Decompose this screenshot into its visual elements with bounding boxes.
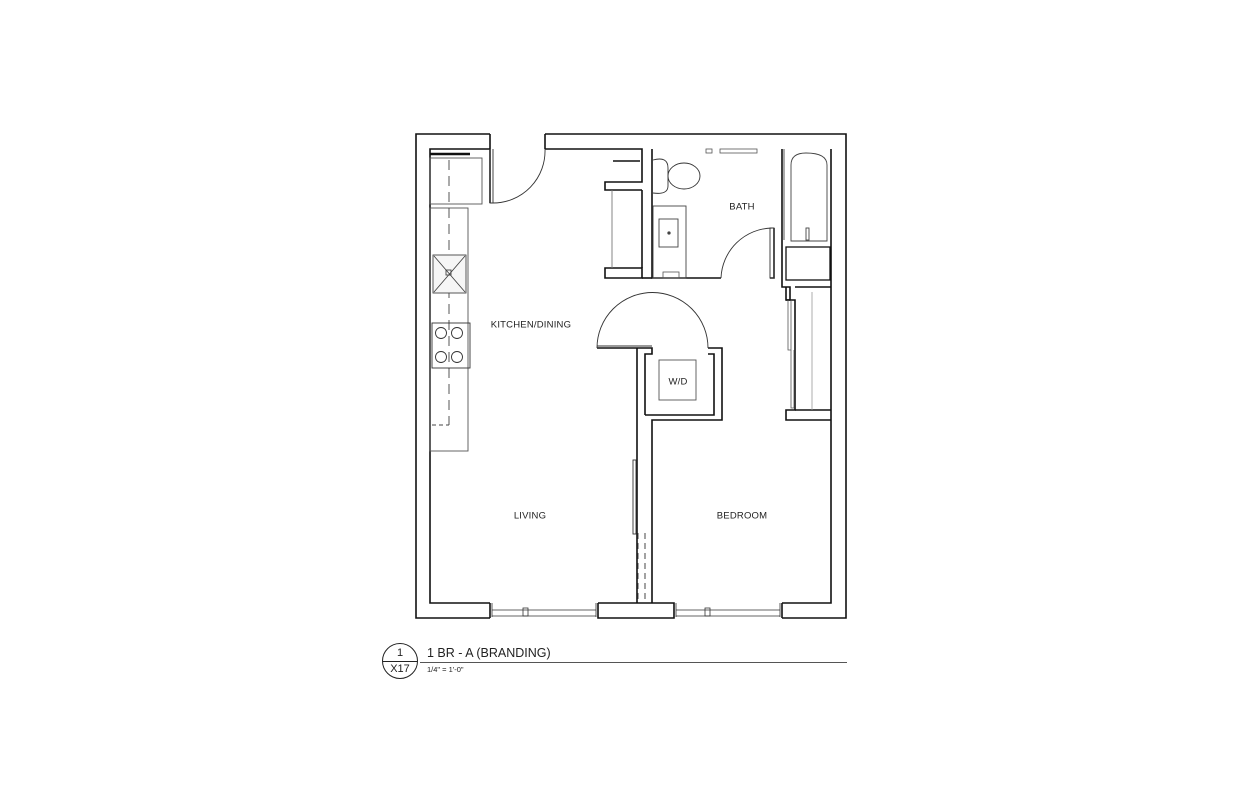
kitchen-sink — [432, 254, 467, 294]
cooktop — [431, 322, 471, 369]
bath-door — [720, 227, 775, 279]
drawing-title: 1 BR - A (BRANDING) — [427, 646, 551, 660]
bedroom-sliding-door — [632, 459, 646, 600]
room-label-wd: W/D — [668, 376, 688, 388]
bubble-divider — [383, 661, 417, 662]
wd-closet-walls — [597, 347, 723, 603]
title-underline — [420, 662, 847, 663]
entry-closet — [604, 190, 643, 279]
room-label-bath: BATH — [729, 201, 755, 213]
closet-sliding-doors — [787, 292, 813, 410]
vanity-sink — [652, 205, 687, 279]
room-label-living: LIVING — [513, 510, 547, 522]
sheet-number: X17 — [390, 663, 410, 675]
bathtub — [783, 149, 831, 281]
entry-closet-shelf — [611, 160, 640, 268]
drawing-scale: 1/4" = 1'-0" — [427, 665, 464, 674]
entry-door — [489, 148, 546, 204]
bedroom-closet-walls — [785, 286, 831, 421]
wd-door — [596, 292, 709, 349]
toilet — [652, 158, 701, 194]
bath-walls — [642, 149, 791, 301]
windows — [491, 603, 781, 617]
bath-accessories — [662, 148, 758, 279]
kitchen-counter — [429, 152, 483, 452]
room-label-bedroom: BEDROOM — [716, 510, 768, 522]
detail-bubble: 1 X17 — [382, 643, 418, 679]
drawing-title-block: 1 X17 1 BR - A (BRANDING) 1/4" = 1'-0" — [382, 643, 847, 683]
washer-dryer — [658, 359, 697, 401]
room-label-kitchen-dining: KITCHEN/DINING — [490, 319, 572, 331]
detail-number: 1 — [396, 647, 404, 659]
